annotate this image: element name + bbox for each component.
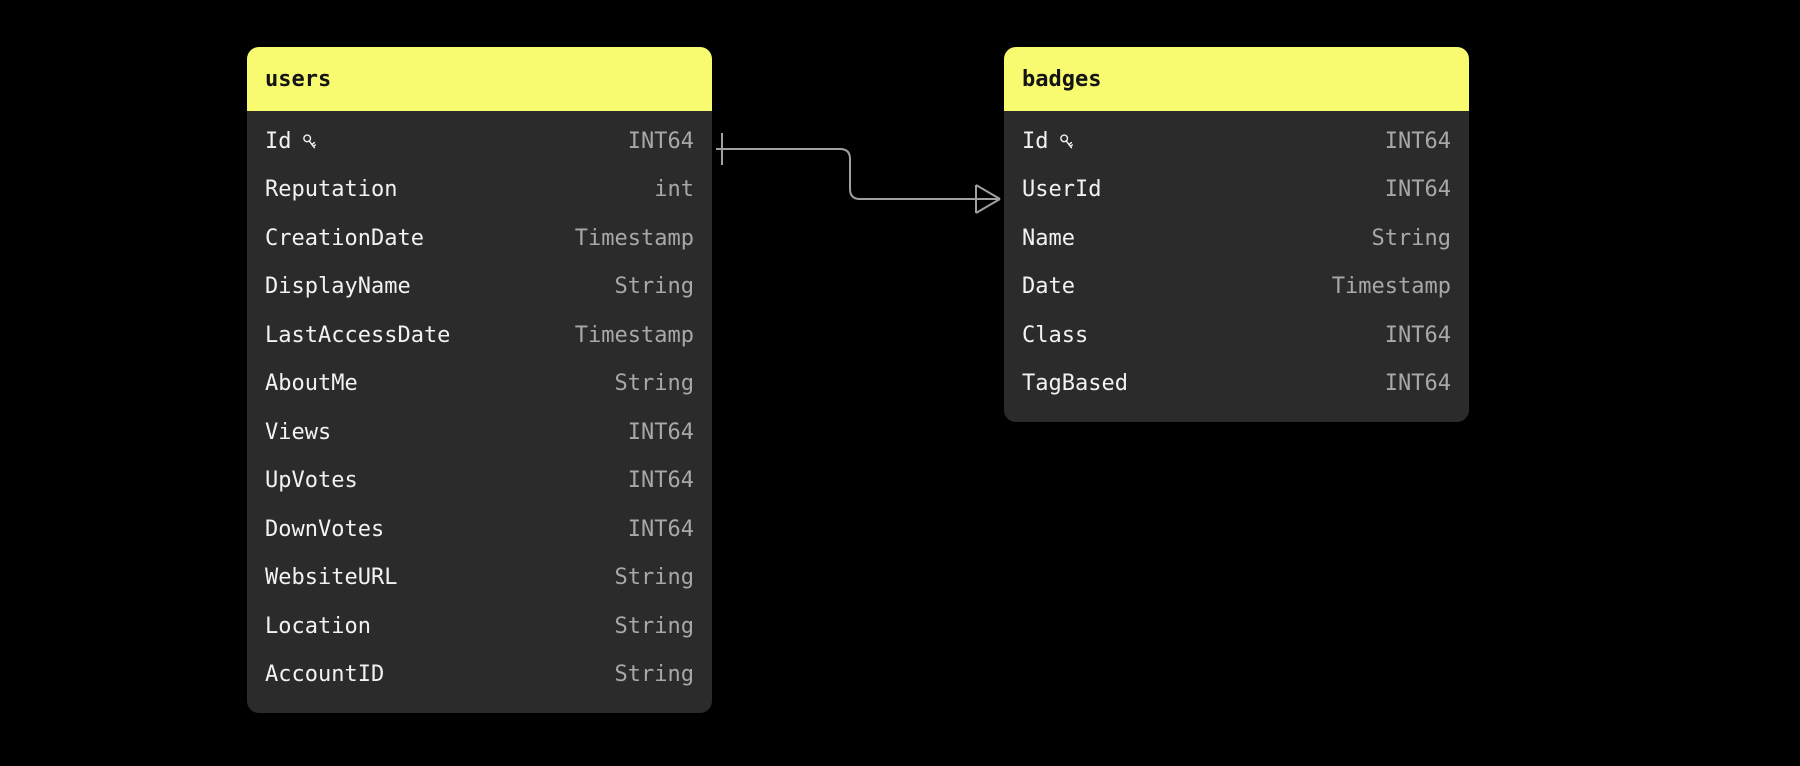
field-type: INT64 bbox=[627, 128, 694, 154]
entity-table-users[interactable]: users Id bbox=[247, 47, 712, 713]
table-row[interactable]: LastAccessDate Timestamp bbox=[247, 311, 712, 360]
table-row[interactable]: Reputation int bbox=[247, 166, 712, 215]
table-row[interactable]: Date Timestamp bbox=[1004, 263, 1469, 312]
field-name: Views bbox=[265, 419, 332, 445]
field-type: INT64 bbox=[627, 419, 694, 445]
field-type: String bbox=[614, 662, 694, 688]
entity-table-title-users: users bbox=[247, 47, 712, 111]
field-name: AccountID bbox=[265, 662, 385, 688]
field-name: AboutMe bbox=[265, 371, 358, 397]
field-name: LastAccessDate bbox=[265, 322, 451, 348]
table-row[interactable]: TagBased INT64 bbox=[1004, 360, 1469, 409]
field-type: String bbox=[614, 274, 694, 300]
field-name: CreationDate bbox=[265, 225, 424, 251]
field-type: INT64 bbox=[1384, 322, 1451, 348]
field-label: Id bbox=[1022, 128, 1049, 154]
field-type: Timestamp bbox=[574, 322, 694, 348]
field-type: int bbox=[654, 177, 694, 203]
table-row[interactable]: Class INT64 bbox=[1004, 311, 1469, 360]
entity-table-title-badges: badges bbox=[1004, 47, 1469, 111]
entity-field-list-badges: Id INT64 UserI bbox=[1004, 111, 1469, 422]
field-name: Reputation bbox=[265, 177, 398, 203]
key-icon bbox=[1057, 132, 1077, 152]
table-row[interactable]: DisplayName String bbox=[247, 263, 712, 312]
table-row[interactable]: AccountID String bbox=[247, 651, 712, 700]
relationship-line bbox=[716, 148, 1000, 200]
field-type: INT64 bbox=[1384, 371, 1451, 397]
field-name: Id bbox=[265, 129, 320, 154]
field-type: INT64 bbox=[627, 516, 694, 542]
field-type: INT64 bbox=[1384, 177, 1451, 203]
field-type: INT64 bbox=[1384, 128, 1451, 154]
cardinality-many-marker bbox=[975, 184, 1001, 214]
field-type: Timestamp bbox=[1331, 274, 1451, 300]
field-name: DownVotes bbox=[265, 516, 385, 542]
table-row[interactable]: AboutMe String bbox=[247, 360, 712, 409]
field-type: String bbox=[1371, 225, 1451, 251]
field-label: Id bbox=[265, 128, 292, 154]
table-row[interactable]: CreationDate Timestamp bbox=[247, 214, 712, 263]
entity-field-list-users: Id INT64 Reput bbox=[247, 111, 712, 713]
table-row[interactable]: UpVotes INT64 bbox=[247, 457, 712, 506]
field-type: String bbox=[614, 371, 694, 397]
table-row[interactable]: Id INT64 bbox=[247, 117, 712, 166]
field-type: String bbox=[614, 565, 694, 591]
field-name: Date bbox=[1022, 274, 1075, 300]
field-name: UserId bbox=[1022, 177, 1102, 203]
field-name: Class bbox=[1022, 322, 1089, 348]
field-type: String bbox=[614, 613, 694, 639]
field-type: Timestamp bbox=[574, 225, 694, 251]
field-name: TagBased bbox=[1022, 371, 1128, 397]
key-icon bbox=[300, 132, 320, 152]
table-row[interactable]: Name String bbox=[1004, 214, 1469, 263]
table-row[interactable]: DownVotes INT64 bbox=[247, 505, 712, 554]
field-name: Name bbox=[1022, 225, 1075, 251]
field-name: WebsiteURL bbox=[265, 565, 398, 591]
entity-table-badges[interactable]: badges Id bbox=[1004, 47, 1469, 422]
field-name: DisplayName bbox=[265, 274, 411, 300]
field-name: Location bbox=[265, 613, 371, 639]
table-row[interactable]: Id INT64 bbox=[1004, 117, 1469, 166]
field-type: INT64 bbox=[627, 468, 694, 494]
field-name: UpVotes bbox=[265, 468, 358, 494]
table-row[interactable]: WebsiteURL String bbox=[247, 554, 712, 603]
field-name: Id bbox=[1022, 129, 1077, 154]
table-row[interactable]: UserId INT64 bbox=[1004, 166, 1469, 215]
table-row[interactable]: Location String bbox=[247, 602, 712, 651]
table-row[interactable]: Views INT64 bbox=[247, 408, 712, 457]
